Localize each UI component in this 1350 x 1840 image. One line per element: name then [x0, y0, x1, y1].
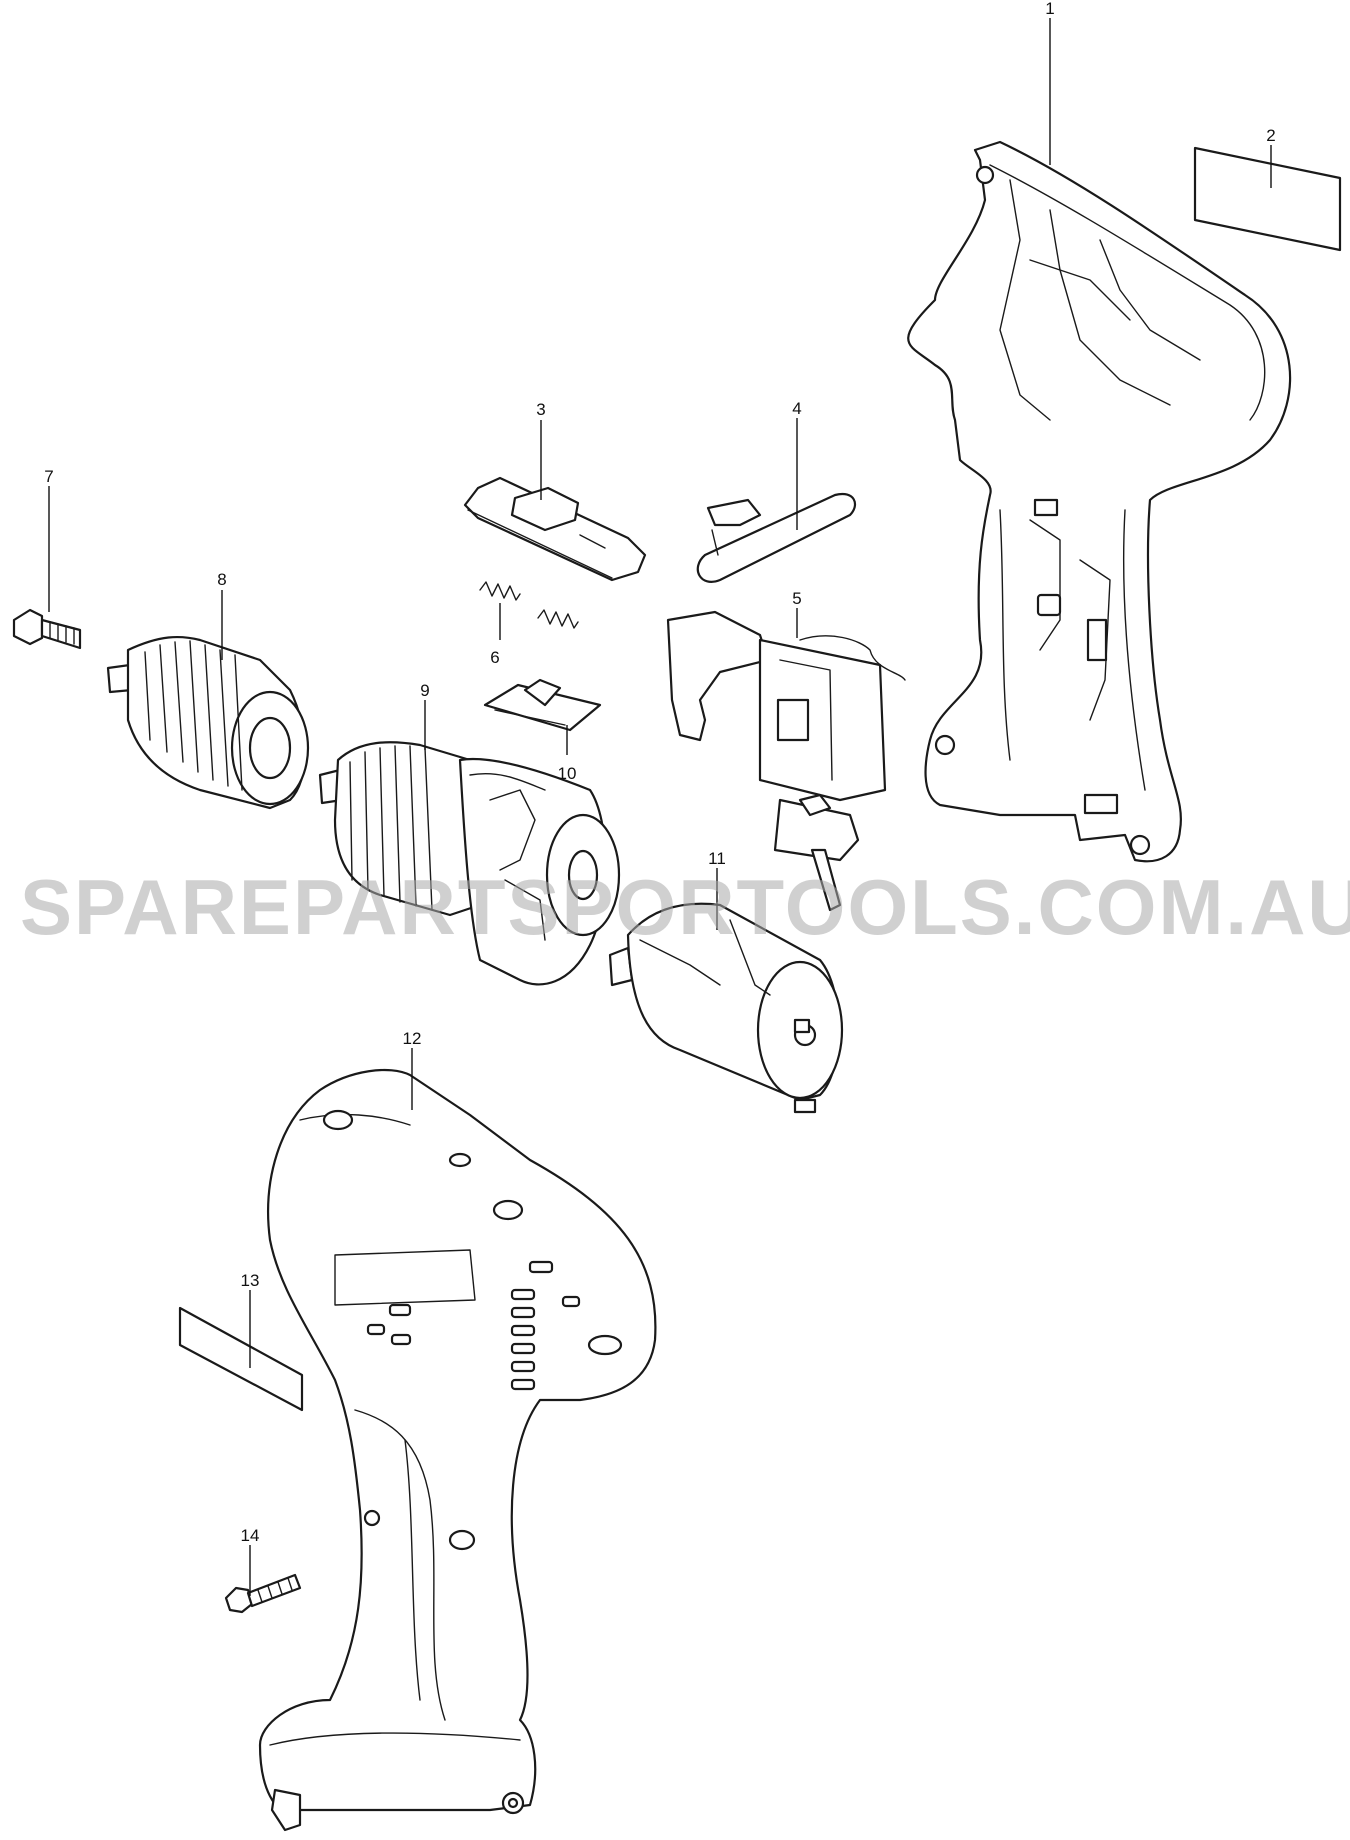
label-plate-2	[1193, 146, 1342, 252]
part-label-4: 4	[792, 399, 801, 418]
slide-plate	[483, 678, 602, 732]
housing-half-right	[907, 140, 1292, 863]
dc-motor	[608, 902, 844, 1114]
part-label-5: 5	[792, 589, 801, 608]
label-plate-13	[178, 1306, 304, 1412]
part-label-13: 13	[241, 1271, 260, 1290]
screw-14	[224, 1573, 302, 1614]
gear-assembly	[318, 741, 621, 986]
part-label-10: 10	[558, 764, 577, 783]
housing-half-left	[258, 1068, 657, 1832]
springs	[479, 581, 579, 629]
leader-lines	[48, 18, 1272, 1596]
part-label-12: 12	[403, 1029, 422, 1048]
drill-chuck	[106, 635, 310, 810]
part-number-labels: 1 2 3 4 5 6 7 8 9 10 11 12 13 14	[44, 0, 1275, 1545]
part-label-1: 1	[1045, 0, 1054, 18]
part-label-14: 14	[241, 1526, 260, 1545]
screw-7	[12, 608, 82, 650]
part-label-6: 6	[490, 648, 499, 667]
part-label-9: 9	[420, 681, 429, 700]
trigger-lever	[696, 492, 857, 583]
switch-unit	[666, 610, 906, 912]
switch-cover	[463, 476, 647, 582]
part-label-11: 11	[708, 849, 726, 868]
part-label-7: 7	[44, 467, 53, 486]
part-label-3: 3	[536, 400, 545, 419]
part-label-2: 2	[1266, 126, 1275, 145]
part-label-8: 8	[217, 570, 226, 589]
